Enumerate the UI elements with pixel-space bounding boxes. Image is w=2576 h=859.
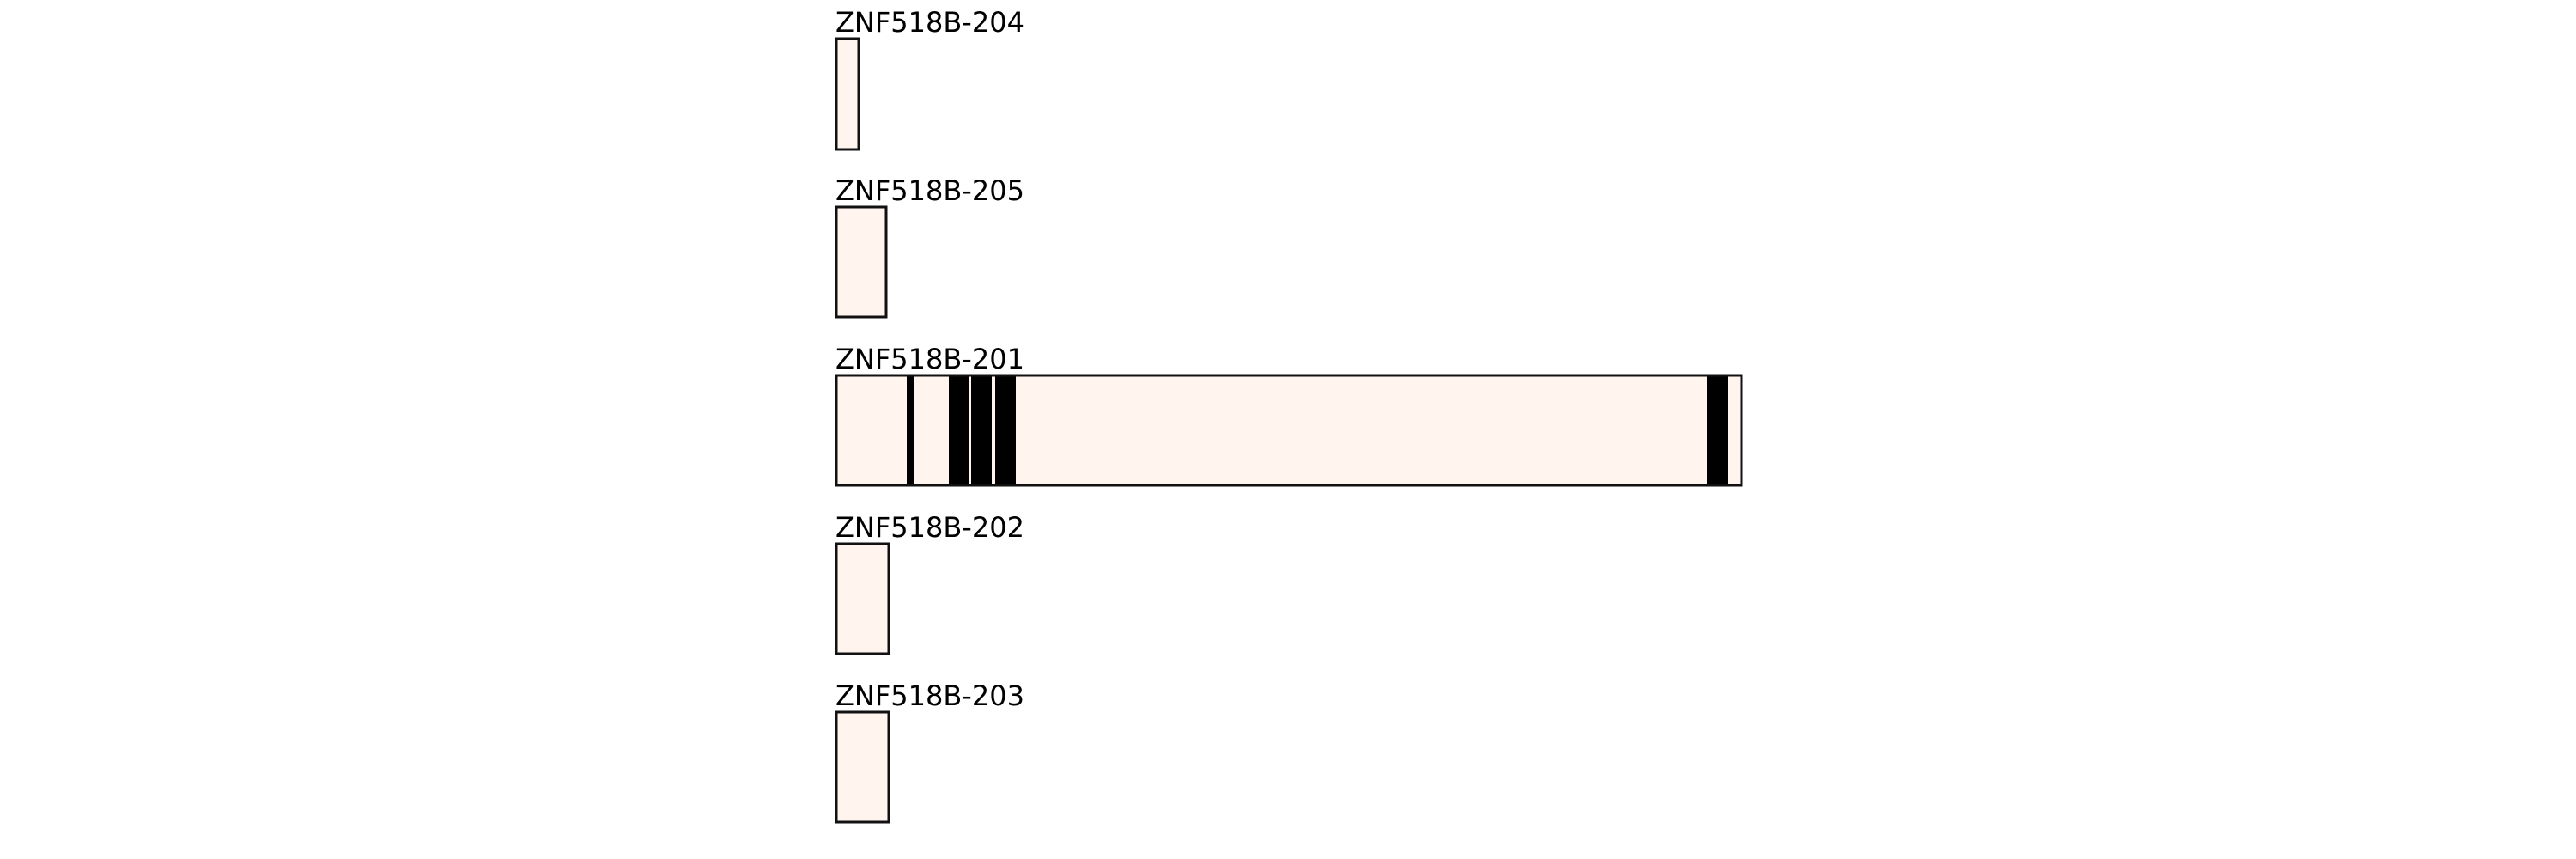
transcript-znf518b-203: ZNF518B-203 xyxy=(835,679,1024,824)
transcript-znf518b-202: ZNF518B-202 xyxy=(835,511,1024,655)
transcript-box xyxy=(835,542,890,655)
transcript-box xyxy=(835,37,860,151)
feature-band xyxy=(907,375,914,485)
transcript-label: ZNF518B-203 xyxy=(835,679,1024,712)
transcript-label: ZNF518B-204 xyxy=(835,6,1024,39)
transcript-outline xyxy=(835,374,1743,487)
transcript-label: ZNF518B-202 xyxy=(835,511,1024,544)
transcript-box xyxy=(835,205,888,319)
transcript-znf518b-205: ZNF518B-205 xyxy=(835,174,1024,319)
transcript-znf518b-201: ZNF518B-201 xyxy=(835,343,1743,487)
transcript-box xyxy=(835,710,890,824)
transcript-label: ZNF518B-201 xyxy=(835,343,1024,375)
feature-band xyxy=(1707,375,1728,485)
transcript-znf518b-204: ZNF518B-204 xyxy=(835,6,1024,151)
feature-band xyxy=(949,375,969,485)
transcript-label: ZNF518B-205 xyxy=(835,174,1024,207)
feature-band xyxy=(971,375,992,485)
feature-band xyxy=(995,375,1016,485)
